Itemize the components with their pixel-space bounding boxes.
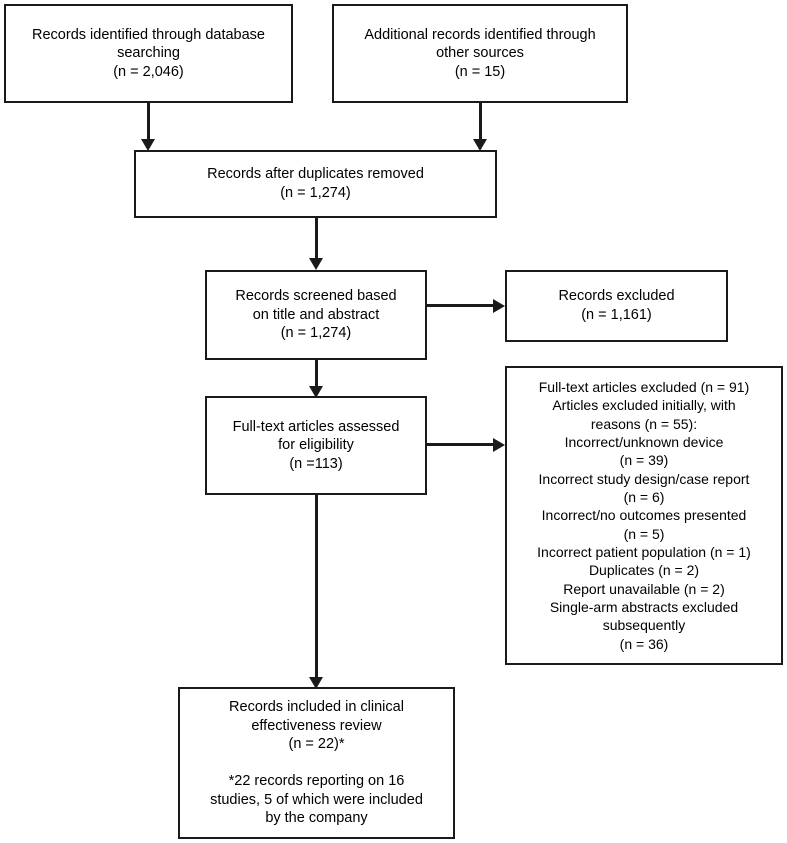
arrowhead-down-icon — [141, 139, 155, 151]
node-records-identified-other-sources: Additional records identified through ot… — [332, 4, 628, 103]
connector-database-to-duplicates — [147, 103, 150, 141]
node-label: Records after duplicates removed (n = 1,… — [207, 166, 424, 201]
node-label: Full-text articles assessed for eligibil… — [232, 418, 400, 472]
node-records-after-duplicates-removed: Records after duplicates removed (n = 1,… — [134, 150, 497, 218]
node-records-identified-database: Records identified through database sear… — [4, 4, 293, 103]
node-records-excluded: Records excluded (n = 1,161) — [505, 270, 728, 342]
node-label: Records identified through database sear… — [32, 26, 265, 80]
connector-duplicates-to-screened — [315, 218, 318, 260]
node-records-screened: Records screened based on title and abst… — [205, 270, 427, 360]
node-label: Full-text articles excluded (n = 91) Art… — [537, 379, 751, 652]
arrowhead-right-icon — [493, 299, 505, 313]
arrowhead-down-icon — [473, 139, 487, 151]
connector-fulltext-to-included — [315, 495, 318, 679]
arrowhead-right-icon — [493, 438, 505, 452]
node-records-included: Records included in clinical effectivene… — [178, 687, 455, 839]
connector-other-to-duplicates — [479, 103, 482, 141]
node-label: Records excluded (n = 1,161) — [558, 288, 675, 323]
node-full-text-articles-assessed: Full-text articles assessed for eligibil… — [205, 396, 427, 495]
node-full-text-articles-excluded: Full-text articles excluded (n = 91) Art… — [505, 366, 783, 665]
node-label: Records screened based on title and abst… — [235, 288, 397, 342]
node-label: Records included in clinical effectivene… — [210, 699, 423, 827]
connector-screened-to-fulltext — [315, 360, 318, 388]
node-label: Additional records identified through ot… — [364, 26, 596, 80]
arrowhead-down-icon — [309, 677, 323, 689]
connector-screened-to-excluded — [427, 304, 495, 307]
arrowhead-down-icon — [309, 258, 323, 270]
connector-fulltext-to-exclusion-reasons — [427, 443, 495, 446]
arrowhead-down-icon — [309, 386, 323, 398]
